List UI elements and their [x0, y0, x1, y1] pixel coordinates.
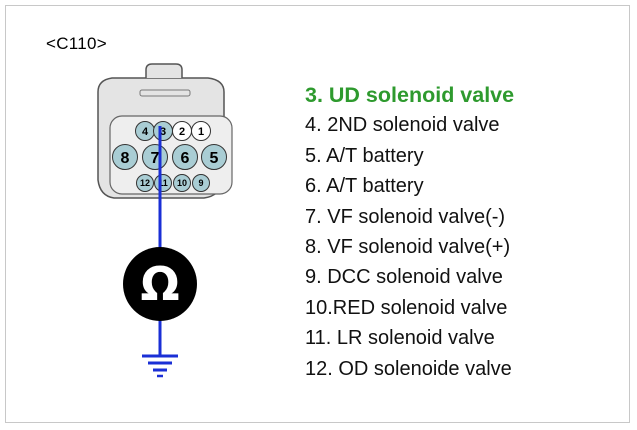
connector-id-label: <C110>	[46, 34, 108, 53]
pin-list-item-8: 8. VF solenoid valve(+)	[305, 236, 511, 259]
pin-5-label: 5	[210, 150, 219, 167]
pin-list-item-10: 10.RED solenoid valve	[305, 296, 508, 319]
pin-10-label: 10	[177, 178, 187, 188]
pin-list-item-3: 3. UD solenoid valve	[305, 83, 515, 107]
pin-7-label: 7	[151, 150, 160, 167]
pin-list-item-7: 7. VF solenoid valve(-)	[305, 205, 506, 228]
pin-9-label: 9	[198, 178, 203, 188]
ohm-icon: Ω	[140, 257, 179, 311]
pin-12-label: 12	[140, 178, 150, 188]
ohmmeter-symbol: Ω	[123, 247, 197, 321]
pin-row-top: 4 3 2 1	[135, 121, 211, 141]
pin-list-item-12: 12. OD solenoide valve	[305, 357, 512, 380]
pin-list-item-9: 9. DCC solenoid valve	[305, 266, 503, 289]
pin-1-label: 1	[198, 126, 204, 138]
pin-3-label: 3	[160, 126, 166, 138]
pin-11-label: 11	[158, 178, 168, 188]
pin-list-item-6: 6. A/T battery	[305, 175, 424, 198]
ground-icon	[142, 354, 178, 378]
diagram-frame	[5, 5, 630, 423]
pin-2-label: 2	[179, 126, 185, 138]
pin-8-label: 8	[121, 150, 130, 167]
pin-list-item-5: 5. A/T battery	[305, 144, 424, 167]
pin-list-item-4: 4. 2ND solenoid valve	[305, 114, 500, 137]
pin-6-label: 6	[181, 150, 190, 167]
pin-function-list: 3. UD solenoid valve 4. 2ND solenoid val…	[305, 80, 514, 384]
pin-4-label: 4	[142, 126, 149, 138]
pin-list-item-11: 11. LR solenoid valve	[305, 327, 495, 350]
